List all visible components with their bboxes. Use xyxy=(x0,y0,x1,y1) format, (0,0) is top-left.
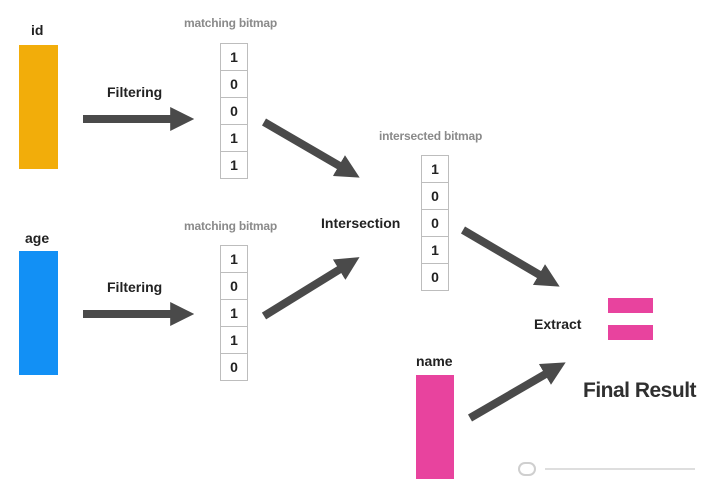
bitmap-cell: 0 xyxy=(422,264,448,291)
age-column-bar xyxy=(19,251,58,375)
matching-bitmap-caption-top: matching bitmap xyxy=(184,16,278,30)
bitmap-cell: 0 xyxy=(422,210,448,237)
bitmap-cell: 0 xyxy=(221,98,247,125)
bitmap-cell: 0 xyxy=(422,183,448,210)
wechat-icon xyxy=(518,462,536,476)
column-label-name: name xyxy=(416,353,453,369)
filtering-label-top: Filtering xyxy=(107,84,163,100)
bitmap-cell: 0 xyxy=(221,71,247,98)
bitmap-cell: 1 xyxy=(221,125,247,152)
bitmap-cell: 0 xyxy=(221,354,247,381)
bitmap-cell: 1 xyxy=(221,152,247,179)
matching-bitmap-age: 1 0 1 1 0 xyxy=(220,245,248,381)
bitmap-cell: 1 xyxy=(221,300,247,327)
id-column-bar xyxy=(19,45,58,169)
name-column-bar xyxy=(416,375,454,479)
watermark-mark xyxy=(545,468,695,470)
intersected-bitmap-caption: intersected bitmap xyxy=(379,129,483,143)
bitmap-cell: 1 xyxy=(221,327,247,354)
bitmap-cell: 1 xyxy=(221,44,247,71)
column-label-id: id xyxy=(31,22,44,38)
filtering-label-bottom: Filtering xyxy=(107,279,163,295)
result-bar-top xyxy=(608,298,653,313)
extract-arrow xyxy=(460,226,560,287)
final-result-label: Final Result xyxy=(583,379,697,402)
column-label-age: age xyxy=(25,230,50,246)
bitmap-cell: 1 xyxy=(221,246,247,273)
intersect-arrow-bottom xyxy=(261,257,360,320)
name-arrow xyxy=(467,362,566,422)
bitmap-cell: 1 xyxy=(422,237,448,264)
bitmap-cell: 1 xyxy=(422,156,448,183)
bitmap-cell: 0 xyxy=(221,273,247,300)
result-bar-bottom xyxy=(608,325,653,340)
matching-bitmap-id: 1 0 0 1 1 xyxy=(220,43,248,179)
extract-label: Extract xyxy=(534,316,582,332)
matching-bitmap-caption-bottom: matching bitmap xyxy=(184,219,278,233)
intersect-arrow-top xyxy=(261,118,360,178)
intersection-label: Intersection xyxy=(321,215,401,231)
intersected-bitmap: 1 0 0 1 0 xyxy=(421,155,449,291)
